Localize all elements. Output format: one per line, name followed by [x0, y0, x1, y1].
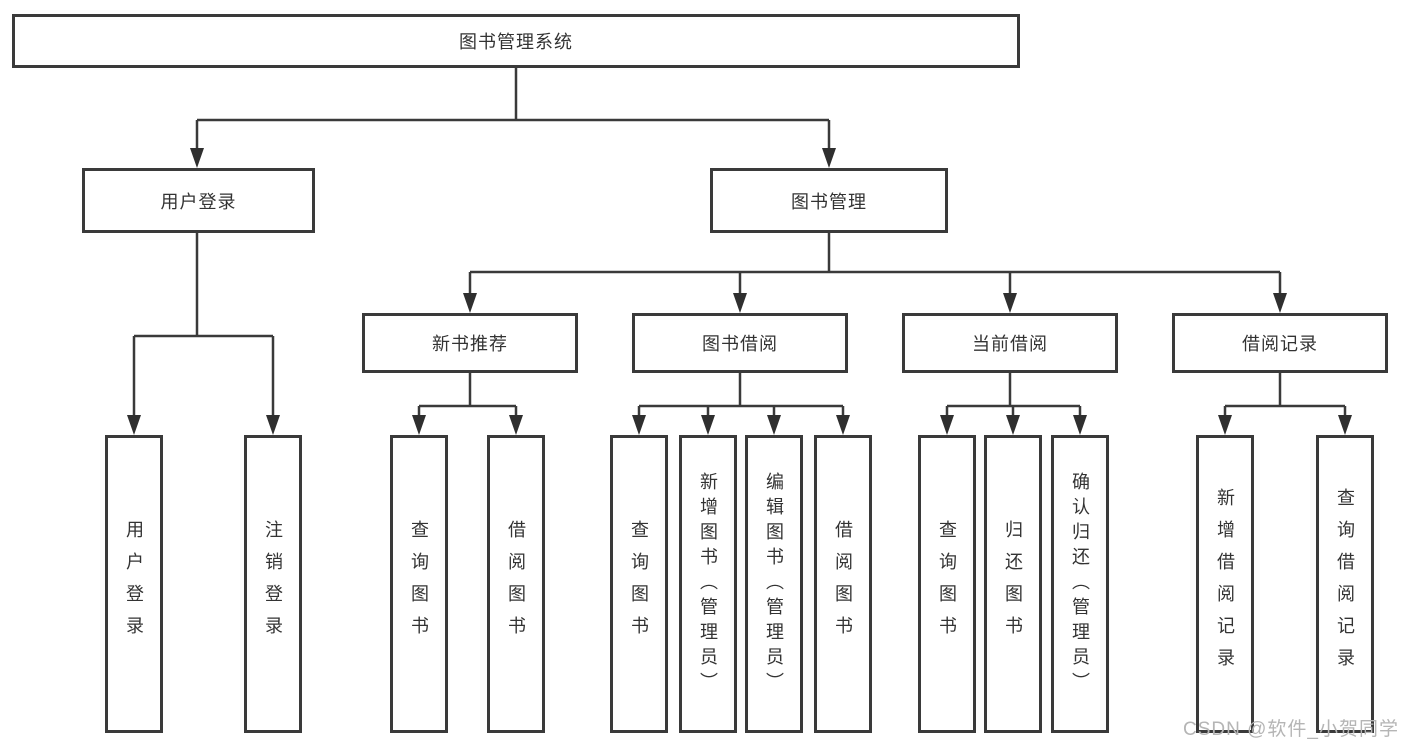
leaf-logout-label: 注销登录	[263, 520, 283, 648]
node-borrow-records: 借阅记录	[1172, 313, 1388, 373]
node-current-borrow: 当前借阅	[902, 313, 1118, 373]
leaf-records-query: 查询借阅记录	[1316, 435, 1374, 733]
node-book-borrow-label: 图书借阅	[702, 334, 778, 354]
leaf-borrow-edit-label: 编辑图书（管理员）	[764, 471, 784, 697]
leaf-current-confirm: 确认归还（管理员）	[1051, 435, 1109, 733]
leaf-records-add-label: 新增借阅记录	[1215, 488, 1235, 680]
leaf-records-add: 新增借阅记录	[1196, 435, 1254, 733]
leaf-current-return-label: 归还图书	[1003, 520, 1023, 648]
csdn-watermark: CSDN @软件_小贺同学	[1183, 719, 1399, 740]
leaf-borrow-book-label: 借阅图书	[833, 520, 853, 648]
leaf-current-return: 归还图书	[984, 435, 1042, 733]
node-user-login-label: 用户登录	[160, 191, 237, 212]
node-root-label: 图书管理系统	[459, 32, 573, 52]
leaf-newbooks-query: 查询图书	[390, 435, 448, 733]
leaf-borrow-add: 新增图书（管理员）	[679, 435, 737, 733]
node-current-borrow-label: 当前借阅	[972, 334, 1048, 354]
node-book-management: 图书管理	[710, 168, 948, 233]
node-borrow-records-label: 借阅记录	[1242, 334, 1318, 354]
node-book-borrow: 图书借阅	[632, 313, 848, 373]
leaf-borrow-query: 查询图书	[610, 435, 668, 733]
leaf-current-confirm-label: 确认归还（管理员）	[1070, 471, 1090, 697]
leaf-current-query: 查询图书	[918, 435, 976, 733]
leaf-borrow-edit: 编辑图书（管理员）	[745, 435, 803, 733]
leaf-borrow-add-label: 新增图书（管理员）	[698, 471, 718, 697]
leaf-user-login-label: 用户登录	[124, 520, 144, 648]
node-new-book-recommend-label: 新书推荐	[432, 334, 508, 354]
leaf-borrow-book: 借阅图书	[814, 435, 872, 733]
leaf-newbooks-borrow-label: 借阅图书	[506, 520, 526, 648]
leaf-user-login: 用户登录	[105, 435, 163, 733]
node-book-management-label: 图书管理	[791, 191, 867, 212]
leaf-current-query-label: 查询图书	[937, 520, 957, 648]
leaf-logout: 注销登录	[244, 435, 302, 733]
leaf-newbooks-query-label: 查询图书	[409, 520, 429, 648]
leaf-records-query-label: 查询借阅记录	[1335, 488, 1355, 680]
leaf-newbooks-borrow: 借阅图书	[487, 435, 545, 733]
leaf-borrow-query-label: 查询图书	[629, 520, 649, 648]
node-new-book-recommend: 新书推荐	[362, 313, 578, 373]
node-user-login: 用户登录	[82, 168, 315, 233]
node-root: 图书管理系统	[12, 14, 1020, 68]
